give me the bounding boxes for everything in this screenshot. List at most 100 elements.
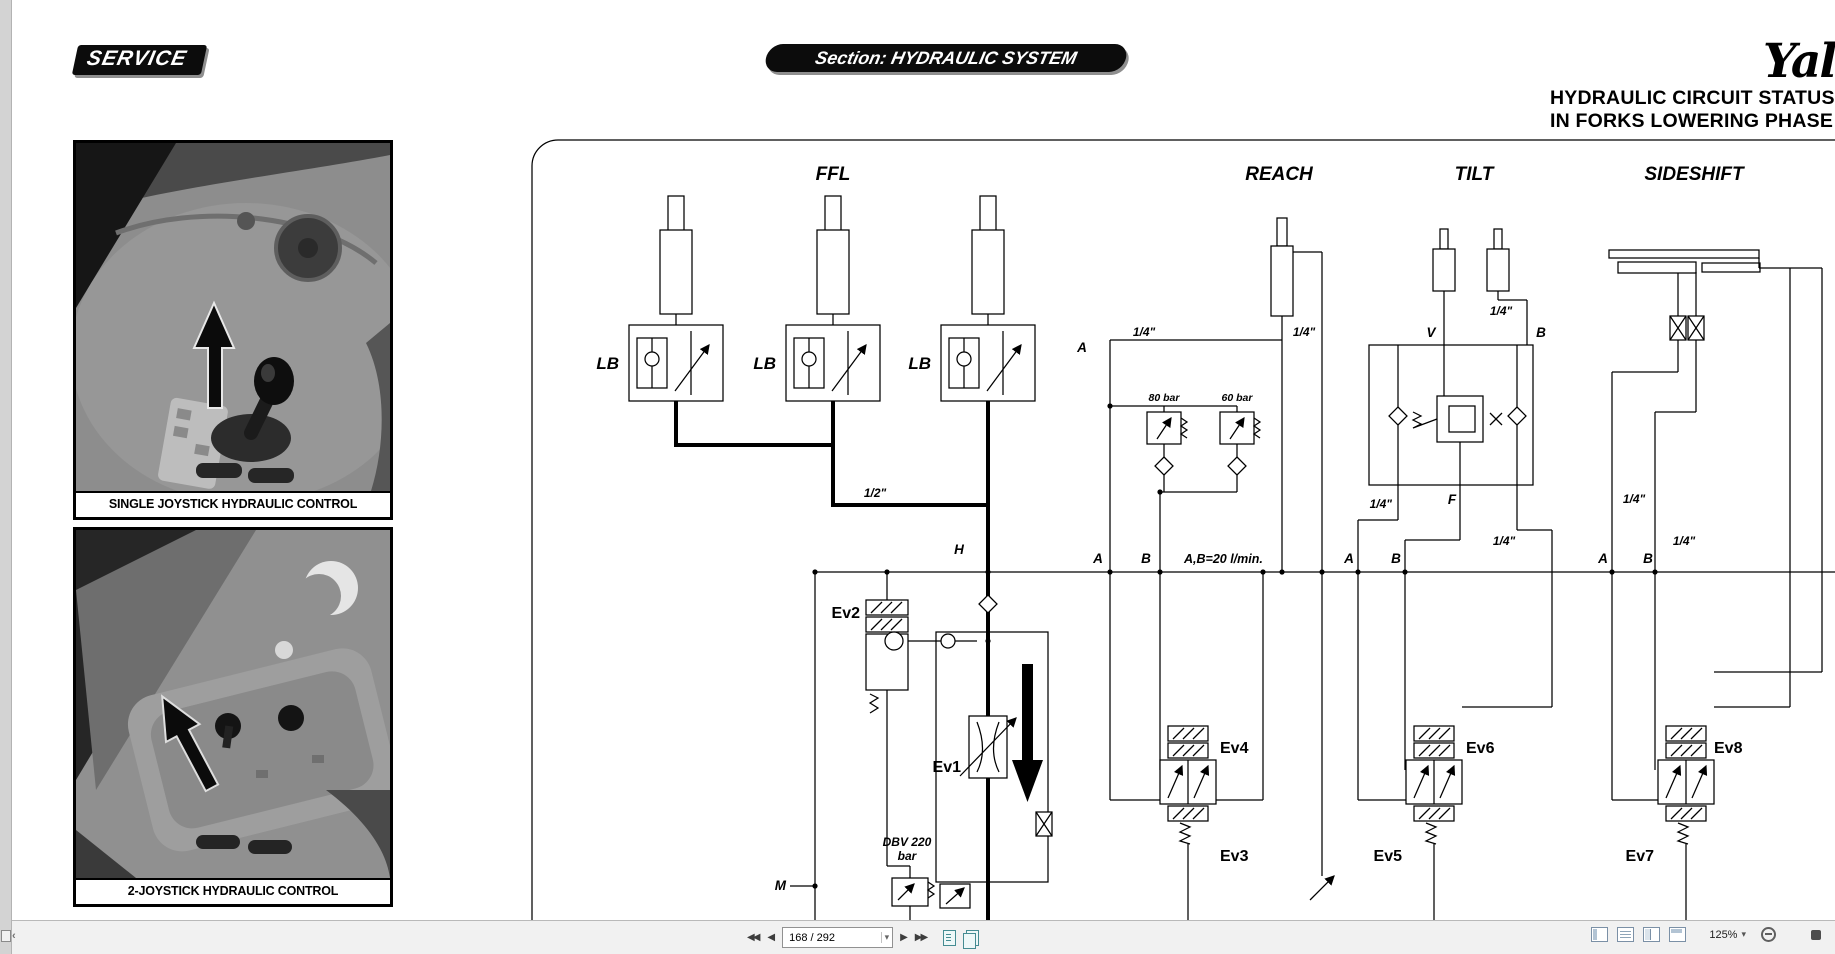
page-navigation: ◀◀ ◀ 168 / 292 ▾ ▶ ▶▶ — [747, 927, 980, 949]
service-badge: SERVICE — [71, 45, 208, 75]
tilt-lock-valve-block — [1368, 344, 1534, 486]
view-controls: 125% ▾ — [1591, 927, 1821, 942]
port-label-b-reach: B — [1141, 551, 1151, 566]
port-label-a-sideshift: A — [1597, 551, 1608, 566]
facing-pages-view-icon[interactable] — [1643, 927, 1661, 942]
push-direction-arrow — [161, 694, 220, 793]
page-indicator: 168 / 292 — [789, 931, 835, 944]
page-title-line2: IN FORKS LOWERING PHASE — [1550, 110, 1834, 132]
last-page-button[interactable]: ▶▶ — [914, 931, 928, 943]
photo1-caption: SINGLE JOYSTICK HYDRAULIC CONTROL — [76, 491, 390, 517]
first-page-button[interactable]: ◀◀ — [747, 931, 760, 943]
window-edge-strip — [0, 0, 12, 954]
lb-valve-3 — [941, 325, 1035, 401]
next-page-button[interactable]: ▶ — [900, 931, 908, 943]
port-label-b-sideshift: B — [1643, 551, 1653, 566]
lb-label-2: LB — [753, 354, 776, 373]
hydraulic-circuit-diagram: FFL REACH TILT SIDESHIFT LB LB LB 1/2" A… — [531, 139, 1835, 920]
valve-label-ev3: Ev3 — [1220, 848, 1249, 865]
valve-label-ev6: Ev6 — [1466, 740, 1495, 757]
page-dropdown-caret-icon[interactable]: ▾ — [880, 932, 889, 943]
size-label-quarter-tilt-right: 1/4" — [1493, 534, 1516, 548]
lb-valve-2 — [786, 325, 880, 401]
single-joystick-photo — [76, 143, 390, 491]
section-label-sideshift: SIDESHIFT — [1644, 164, 1745, 185]
size-label-quarter-sideshift-1: 1/4" — [1623, 492, 1646, 506]
dbv-label-line1: DBV 220 — [883, 835, 932, 849]
tilt-cylinder-1 — [1432, 228, 1456, 292]
tilt-cylinder-2 — [1486, 228, 1510, 292]
valve-label-ev8: Ev8 — [1714, 740, 1743, 757]
section-badge: Section: HYDRAULIC SYSTEM — [763, 44, 1129, 72]
zoom-slider-handle-icon[interactable] — [1811, 929, 1821, 940]
port-label-b-tilt: B — [1391, 551, 1401, 566]
lift-cylinder-1 — [659, 195, 693, 315]
check-valve-reach-2 — [1227, 456, 1247, 476]
zoom-dropdown-caret-icon[interactable]: ▾ — [1741, 929, 1746, 939]
solenoid-valve-ev4-ev3 — [1160, 726, 1216, 844]
size-label-quarter-tilt-left: 1/4" — [1370, 497, 1393, 511]
lowering-valve-enclosure — [935, 631, 1049, 883]
photo-single-joystick: SINGLE JOYSTICK HYDRAULIC CONTROL — [73, 140, 393, 520]
size-label-quarter-reach-1: 1/4" — [1133, 325, 1156, 339]
size-label-half-inch: 1/2" — [864, 486, 887, 500]
port-label-a-reach: A — [1092, 551, 1103, 566]
page-copy-icon[interactable] — [963, 929, 980, 949]
zoom-level: 125% — [1709, 928, 1738, 941]
page-number-input[interactable]: 168 / 292 ▾ — [782, 927, 894, 948]
two-joystick-photo — [76, 530, 390, 878]
port-label-f: F — [1448, 492, 1457, 507]
schematic-linework — [531, 139, 1835, 920]
page-title: HYDRAULIC CIRCUIT STATUS IN FORKS LOWERI… — [1550, 87, 1835, 133]
junction-dots — [812, 403, 1658, 889]
dbv-valve-body — [891, 877, 929, 907]
valve-label-ev1: Ev1 — [933, 759, 962, 776]
diagram-border — [531, 139, 1835, 920]
valve-label-ev7: Ev7 — [1626, 848, 1655, 865]
port-label-b-tilt-top: B — [1536, 325, 1546, 340]
pressure-label-80bar: 80 bar — [1149, 392, 1181, 404]
solenoid-valve-ev8-ev7 — [1658, 726, 1714, 844]
relief-valve-60bar — [1220, 412, 1260, 444]
pressure-label-60bar: 60 bar — [1222, 392, 1254, 404]
flow-rate-label: A,B=20 l/min. — [1183, 552, 1263, 566]
zoom-control[interactable]: 125% ▾ — [1709, 929, 1746, 941]
yale-logo: Yale — [1763, 34, 1835, 89]
valve-label-ev2: Ev2 — [832, 605, 861, 622]
section-label-ffl: FFL — [816, 164, 851, 185]
section-label-reach: REACH — [1245, 164, 1314, 185]
lb-label-3: LB — [908, 354, 931, 373]
photo2-caption: 2-JOYSTICK HYDRAULIC CONTROL — [76, 878, 390, 904]
schematic-labels: FFL REACH TILT SIDESHIFT LB LB LB 1/2" A… — [596, 164, 1745, 893]
dbv-label-line2: bar — [898, 849, 918, 863]
lift-cylinder-3 — [971, 195, 1005, 315]
sideshift-port-2 — [1687, 315, 1705, 341]
lowering-flow-arrow — [1012, 664, 1043, 802]
previous-page-button[interactable]: ◀ — [767, 931, 776, 943]
plug-port-symbol — [1035, 811, 1053, 837]
main-lift-lines — [674, 401, 990, 920]
check-valve-tilt-right — [1507, 406, 1527, 426]
book-view-icon[interactable] — [1669, 927, 1687, 942]
valve-label-ev5: Ev5 — [1374, 848, 1403, 865]
expand-panel-icon[interactable] — [1, 930, 16, 942]
sideshift-carriage — [1608, 249, 1760, 259]
continuous-view-icon[interactable] — [1617, 927, 1635, 942]
solenoid-valve-ev6-ev5 — [1406, 726, 1462, 844]
lb-valve-1 — [629, 325, 723, 401]
size-label-quarter-tilt-top: 1/4" — [1490, 304, 1513, 318]
port-label-a-reach-top: A — [1076, 340, 1087, 355]
section-label-tilt: TILT — [1455, 164, 1495, 185]
page-title-line1: HYDRAULIC CIRCUIT STATUS — [1550, 87, 1835, 109]
page-fit-icon[interactable] — [943, 929, 957, 946]
size-label-quarter-reach-2: 1/4" — [1293, 325, 1316, 339]
zoom-out-icon[interactable] — [1761, 927, 1776, 942]
pdf-toolbar: ◀◀ ◀ 168 / 292 ▾ ▶ ▶▶ 125% ▾ — [12, 920, 1835, 954]
port-label-m: M — [775, 878, 787, 893]
check-valve-tilt-left — [1388, 406, 1408, 426]
check-valve-main-line — [978, 594, 998, 614]
port-label-h: H — [954, 542, 964, 557]
lb-label-1: LB — [596, 354, 619, 373]
single-page-view-icon[interactable] — [1591, 927, 1609, 942]
